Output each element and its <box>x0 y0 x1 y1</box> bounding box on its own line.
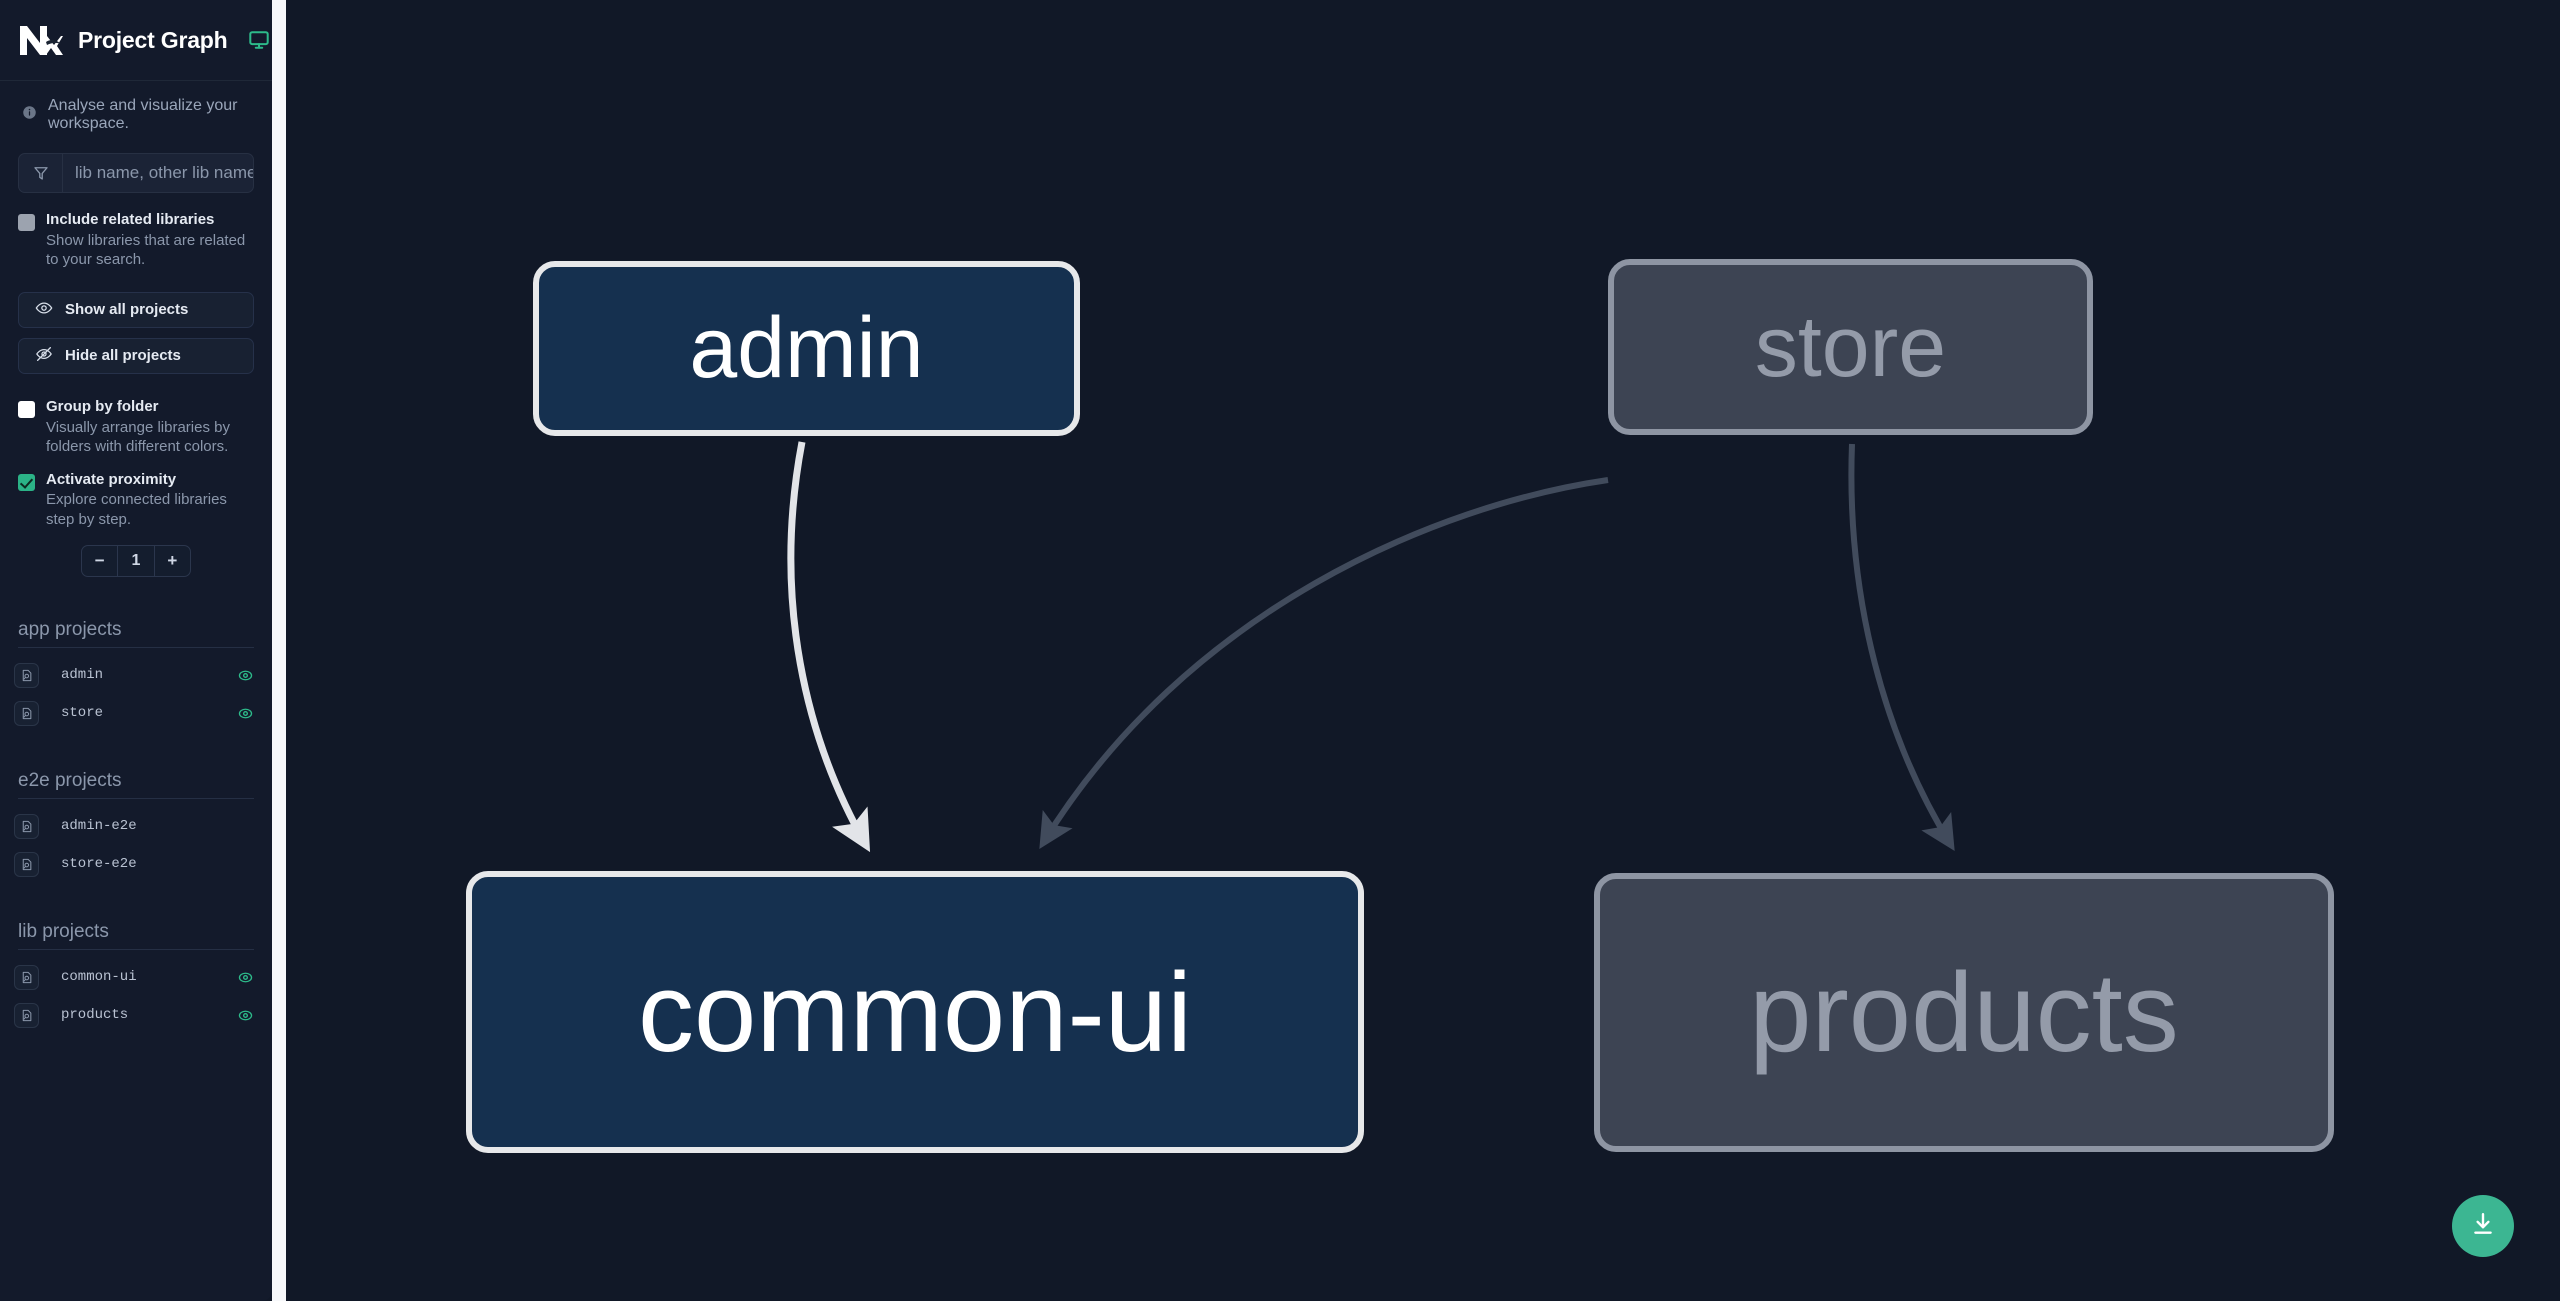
activate-proximity-checkbox[interactable] <box>18 473 35 491</box>
project-row-admin[interactable]: admin <box>14 656 258 694</box>
proximity-decrement-button[interactable]: − <box>94 551 105 571</box>
search-box[interactable] <box>18 153 254 193</box>
graph-node-common-ui[interactable]: common-ui <box>466 871 1364 1153</box>
project-icon <box>14 1002 39 1028</box>
project-row-store[interactable]: store <box>14 694 258 732</box>
tagline-text: Analyse and visualize your workspace. <box>48 97 238 132</box>
edge-store-to-products <box>1848 443 1955 851</box>
graph-node-label: store <box>1754 298 1947 395</box>
option-activate-proximity[interactable]: Activate proximity Explore connected lib… <box>0 457 272 530</box>
graph-node-label: admin <box>689 300 924 396</box>
eye-circle-icon[interactable] <box>237 1007 254 1024</box>
group-by-folder-checkbox[interactable] <box>18 400 35 418</box>
project-row-admin-e2e[interactable]: admin-e2e <box>14 807 258 845</box>
project-name: admin-e2e <box>61 818 137 835</box>
project-row-products[interactable]: products <box>14 996 258 1034</box>
proximity-value: 1 <box>117 546 155 577</box>
project-icon <box>14 662 39 688</box>
graph-canvas[interactable]: admin store common-ui products <box>286 0 2560 1301</box>
eye-off-icon <box>35 345 53 367</box>
graph-node-store[interactable]: store <box>1608 259 2093 435</box>
project-name: products <box>61 1007 129 1024</box>
proximity-increment-button[interactable]: + <box>167 551 178 571</box>
sidebar-divider <box>272 0 286 1301</box>
project-icon <box>14 964 39 990</box>
hide-all-projects-button[interactable]: Hide all projects <box>18 337 254 374</box>
option-group-by-folder[interactable]: Group by folder Visually arrange librari… <box>0 374 272 457</box>
funnel-icon[interactable] <box>19 154 63 192</box>
activate-proximity-label: Activate proximity <box>46 470 177 488</box>
info-icon <box>22 105 37 125</box>
page-title: Project Graph <box>78 26 228 53</box>
project-row-common-ui[interactable]: common-ui <box>14 958 258 996</box>
project-icon <box>14 813 39 839</box>
group-heading-e2e: e2e projects <box>18 770 254 800</box>
group-by-folder-label: Group by folder <box>46 397 159 415</box>
search-input[interactable] <box>63 154 253 192</box>
project-name: store <box>61 705 104 722</box>
download-icon <box>2470 1211 2496 1242</box>
eye-circle-icon[interactable] <box>237 705 254 722</box>
project-name: store-e2e <box>61 856 137 873</box>
activate-proximity-desc: Explore connected libraries step by step… <box>46 491 227 528</box>
proximity-stepper[interactable]: − 1 + <box>81 545 191 578</box>
graph-edges <box>787 441 1955 853</box>
eye-icon <box>35 299 53 321</box>
sidebar: Project Graph Analyse and <box>0 0 272 1301</box>
search-wrap <box>0 153 272 193</box>
show-all-projects-button[interactable]: Show all projects <box>18 291 254 328</box>
project-icon <box>14 851 39 877</box>
include-related-label: Include related libraries <box>46 211 215 228</box>
graph-node-label: products <box>1749 950 2179 1075</box>
include-related-checkbox[interactable] <box>18 214 35 231</box>
project-icon <box>14 700 39 726</box>
nx-logo <box>16 22 64 58</box>
option-include-related[interactable]: Include related libraries Show libraries… <box>0 193 272 270</box>
show-all-projects-label: Show all projects <box>65 301 189 319</box>
eye-circle-icon[interactable] <box>237 969 254 986</box>
edge-store-to-common-ui <box>1039 477 1609 849</box>
hide-all-projects-label: Hide all projects <box>65 347 181 365</box>
edge-admin-to-common-ui <box>787 441 871 853</box>
graph-node-products[interactable]: products <box>1594 873 2334 1152</box>
sidebar-header: Project Graph <box>0 0 272 81</box>
project-row-store-e2e[interactable]: store-e2e <box>14 845 258 883</box>
project-name: admin <box>61 667 104 684</box>
monitor-icon[interactable] <box>248 29 270 51</box>
group-heading-app: app projects <box>18 619 254 649</box>
graph-node-admin[interactable]: admin <box>533 261 1080 436</box>
download-graph-button[interactable] <box>2452 1195 2514 1257</box>
include-related-desc: Show libraries that are related to your … <box>46 231 246 269</box>
eye-circle-icon[interactable] <box>237 667 254 684</box>
tagline: Analyse and visualize your workspace. <box>0 81 272 147</box>
project-name: common-ui <box>61 969 137 986</box>
group-by-folder-desc: Visually arrange libraries by folders wi… <box>46 418 230 456</box>
group-heading-lib: lib projects <box>18 921 254 951</box>
graph-node-label: common-ui <box>638 949 1192 1075</box>
